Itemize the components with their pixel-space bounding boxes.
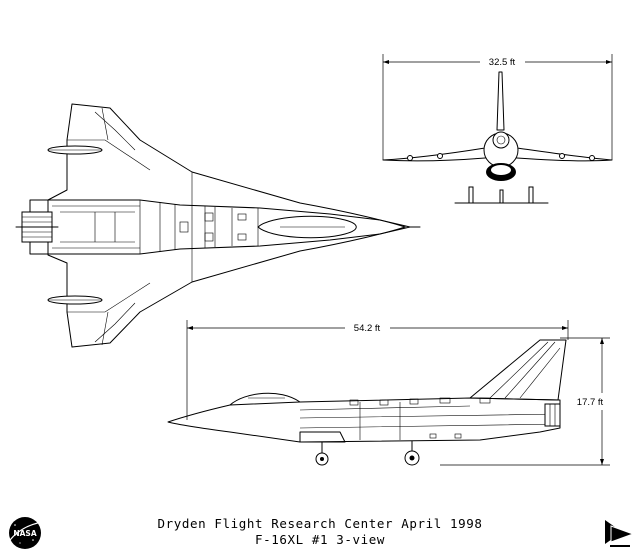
- span-dimension-label: 32.5 ft: [489, 57, 516, 68]
- svg-text:NASA: NASA: [13, 529, 36, 538]
- side-view-tail: [469, 339, 567, 401]
- side-view-canopy: [229, 392, 301, 406]
- plan-view-fuselage: [29, 199, 411, 255]
- caption-aircraft-title: F-16XL #1 3-view: [254, 532, 385, 547]
- nasa-meatball-icon: NASA: [9, 517, 43, 549]
- dryden-logo-icon: [605, 520, 635, 547]
- side-view: 54.2 ft 17.7 ft: [167, 320, 610, 466]
- length-dimension-label: 54.2 ft: [354, 323, 381, 334]
- plan-view: [15, 103, 421, 348]
- plan-view-canopy: [257, 215, 357, 239]
- front-view-wing: [382, 147, 613, 162]
- front-view: 32.5 ft: [382, 54, 613, 204]
- front-view-tail: [496, 71, 505, 131]
- caption-center-date: Dryden Flight Research Center April 1998: [157, 516, 483, 531]
- side-view-fuselage: [167, 397, 561, 443]
- height-dimension-label: 17.7 ft: [577, 397, 604, 408]
- plan-view-wing-outline: [47, 103, 406, 348]
